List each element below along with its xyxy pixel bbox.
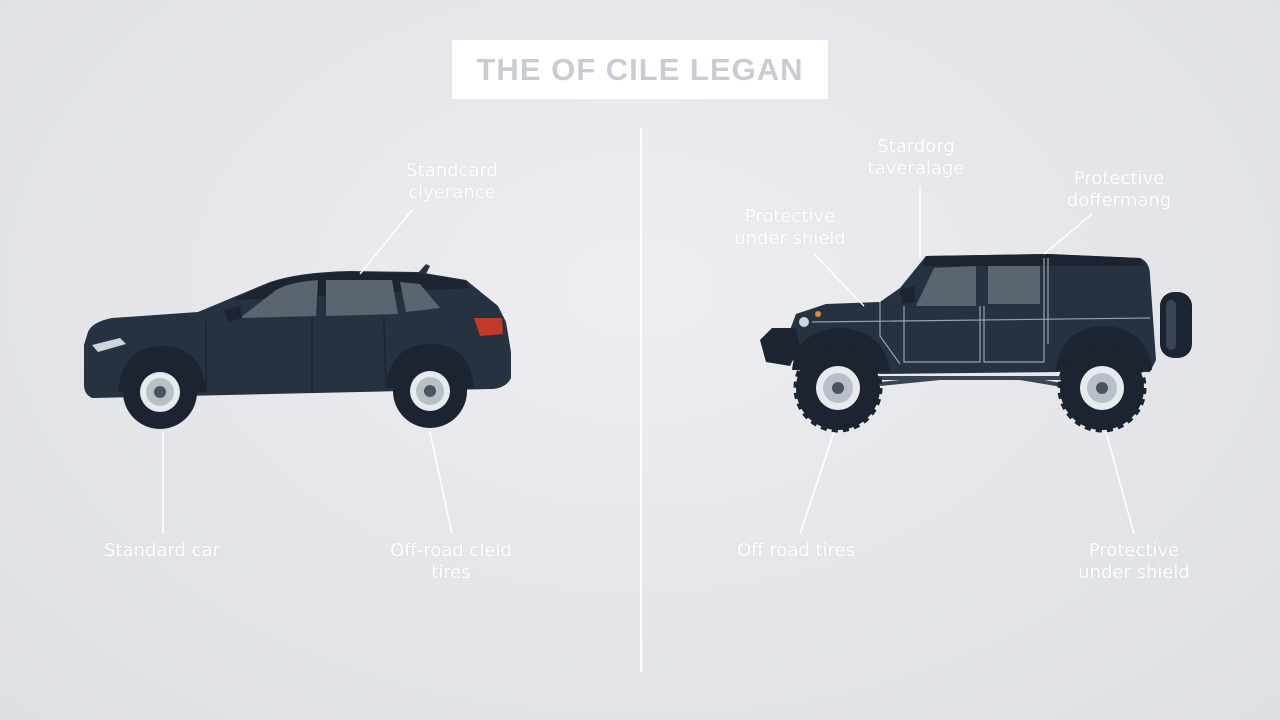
jeep-body [790, 254, 1156, 374]
suv-window-quarter [400, 282, 440, 312]
label-off-road-tires: Off road tires [726, 540, 866, 562]
leader-offroad-tires-right [799, 431, 835, 535]
label-line: Standcard [406, 160, 498, 181]
label-offroad-cleld-tires: Off-road cleld tires [380, 540, 522, 584]
suv-wheel-front [123, 355, 197, 429]
suv-window-front [240, 280, 318, 318]
suv-car-illustration [84, 264, 511, 429]
leader-protective-top [813, 253, 865, 307]
leader-protective-bottom [1105, 431, 1135, 535]
center-divider [640, 128, 642, 672]
label-line: clyerance [408, 182, 496, 203]
jeep-window-rear [988, 266, 1040, 304]
label-stardorg: Stardorg taveralage [856, 136, 976, 180]
leader-clearance [359, 209, 413, 275]
diagram-title: THE OF CILE LEGAN [476, 51, 804, 87]
label-line: Standard car [104, 540, 220, 561]
suv-headlight [92, 338, 126, 352]
label-line: under shield [1078, 562, 1190, 583]
suv-taillight [474, 318, 503, 336]
label-line: Off-road cleld [390, 540, 512, 561]
label-line: taveralage [867, 158, 965, 179]
label-protective-doffermang: Protective doffermang [1056, 168, 1182, 212]
jeep-suspension [850, 376, 1090, 390]
jeep-headlight [799, 317, 809, 327]
label-line: Off road tires [736, 540, 855, 561]
suv-door-seam [205, 317, 387, 392]
jeep-hardtop [922, 254, 1144, 266]
jeep-door-seams [903, 258, 1049, 363]
label-standard-car: Standard car [96, 540, 228, 562]
jeep-window-front [916, 266, 976, 306]
jeep-wheel-front [793, 343, 883, 433]
jeep-mirror [900, 286, 916, 304]
label-standard-clearance: Standcard clyerance [396, 160, 508, 204]
suv-window-rear [326, 280, 398, 316]
jeep-wheel-rear [1057, 343, 1147, 433]
jeep-turn-light [815, 311, 821, 317]
suv-antenna [418, 264, 430, 274]
offroad-jeep-illustration [760, 254, 1192, 433]
label-line: tires [431, 562, 471, 583]
label-line: doffermang [1066, 190, 1172, 211]
suv-mirror [224, 306, 242, 322]
suv-wheel-rear [393, 354, 467, 428]
leader-offroad-tires-left [429, 431, 453, 535]
left-leader-lines [162, 209, 453, 535]
label-line: Stardorg [877, 136, 955, 157]
label-line: under shield [734, 228, 846, 249]
right-leader-lines [799, 186, 1135, 535]
jeep-front-bumper [760, 328, 800, 366]
jeep-beltline [811, 302, 1151, 365]
title-box: THE OF CILE LEGAN [452, 40, 828, 99]
label-protective-under-shield-bottom: Protective under shield [1068, 540, 1200, 584]
label-line: Protective [1073, 168, 1165, 189]
leader-protective-doffermang [1043, 213, 1093, 255]
jeep-spare-tire [1160, 292, 1192, 358]
label-line: Protective [744, 206, 836, 227]
label-line: Protective [1088, 540, 1180, 561]
label-protective-under-shield-top: Protective under shield [726, 206, 854, 250]
